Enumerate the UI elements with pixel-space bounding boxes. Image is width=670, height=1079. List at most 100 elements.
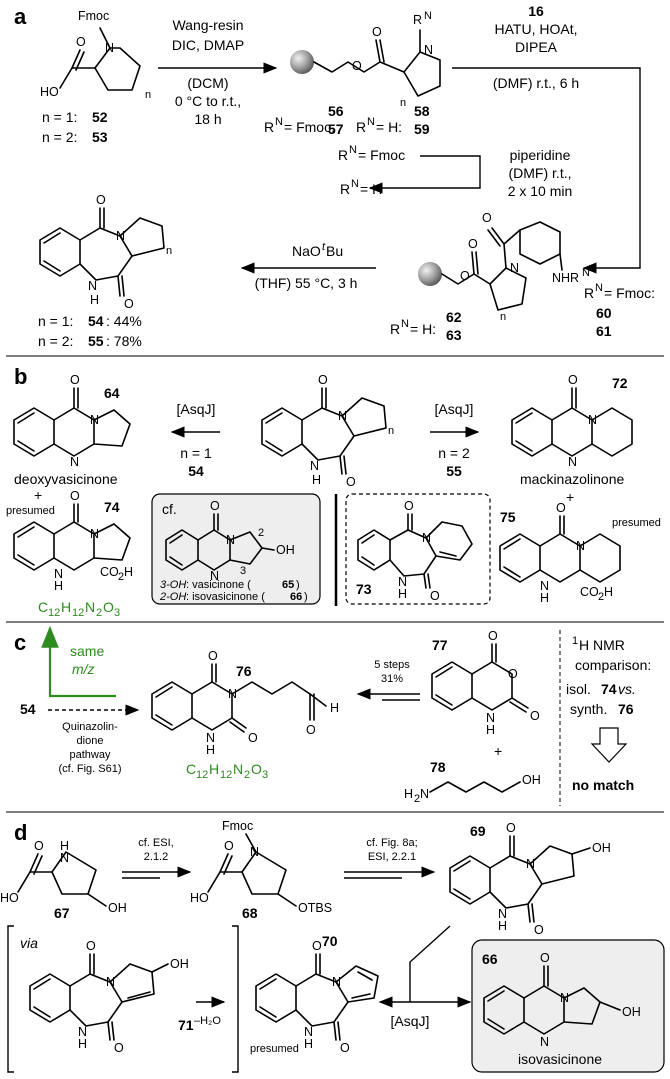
cmp-69: 69 [470, 823, 486, 839]
atom: O [70, 373, 80, 387]
atom: O [540, 951, 550, 965]
atom: O [70, 489, 80, 503]
atom: O [556, 501, 566, 515]
name-72: mackinazolinone [520, 471, 624, 487]
atom: N [398, 575, 407, 589]
atom: N [510, 261, 519, 275]
atom: O [96, 193, 106, 207]
label-n1: n = 1: [38, 313, 73, 329]
cmp-52: 52 [92, 109, 108, 125]
no-match: no match [572, 777, 634, 793]
reagent: [AsqJ] [177, 401, 216, 417]
pos-3: 3 [240, 565, 246, 577]
benzodiazepinedione-54-55: O N N H O n [39, 193, 172, 311]
atom: H [60, 839, 69, 853]
atom: N [576, 539, 585, 553]
svg-text:74: 74 [601, 681, 617, 697]
atom: N [105, 41, 114, 55]
atom: n [500, 311, 506, 323]
svg-text:O: O [251, 761, 262, 777]
atom: N [310, 459, 319, 473]
atom: NHR [552, 271, 579, 285]
atom: H [124, 565, 133, 579]
atom: H [78, 1037, 87, 1051]
reagent: [AsqJ] [435, 401, 474, 417]
atom: O [488, 629, 498, 643]
cmp-73: 73 [356, 581, 372, 597]
atom: N [54, 567, 63, 581]
cmp-55: 55 [88, 333, 104, 349]
reagent: Wang-resin [172, 17, 243, 33]
cmp-57: 57 [328, 121, 344, 137]
start-material-52-53: N Fmoc HO O n [40, 9, 151, 101]
reagent: t [322, 241, 326, 253]
atom: CO [580, 585, 599, 599]
atom: N [90, 413, 99, 427]
svg-text:N: N [85, 599, 95, 615]
atom: H [604, 585, 613, 599]
cmp-76-structure: O N N H O O H [151, 649, 339, 757]
atom: O [86, 939, 96, 953]
rn-label: R [340, 181, 350, 197]
atom: N [422, 531, 431, 545]
atom: n [145, 89, 151, 101]
nmr-comparison: 1 H NMR comparison: isol. 74 vs. synth. … [566, 635, 651, 793]
svg-text:O: O [103, 599, 114, 615]
atom: n [166, 245, 172, 257]
presumed: presumed [612, 517, 661, 529]
rn-sup: N [401, 318, 409, 330]
svg-text:3: 3 [262, 769, 268, 781]
mackinazolinone-72: O N N [511, 373, 633, 469]
cf-line2-text: : isovasicinone ( [186, 591, 265, 603]
atom: N [486, 711, 495, 725]
atom: N [228, 687, 237, 701]
reagent: DIPEA [515, 39, 558, 55]
cf-line1-pos: 3-OH [160, 579, 186, 591]
cmp-54: 54 [20, 701, 36, 717]
down-arrow-icon [590, 727, 628, 763]
atom: O [340, 1041, 350, 1055]
reagent: NaO [292, 243, 321, 259]
reagent: (DMF) r.t., 6 h [493, 75, 579, 91]
panel-a-label: a [14, 4, 27, 29]
atom-otbs: OTBS [298, 901, 332, 915]
resin-amide-60-63: O O N O NHR N n [418, 211, 590, 323]
atom: O [468, 237, 478, 251]
arrow [368, 155, 481, 194]
formula-74: C 12 H 12 N 2 O 3 [38, 599, 120, 619]
presumed: presumed [6, 505, 55, 517]
cmp-77-structure: O O N H O [431, 629, 540, 737]
atom: N [540, 579, 549, 593]
resin-bead-icon [290, 50, 314, 74]
atom: N [78, 1025, 87, 1039]
rn-label: R [584, 285, 594, 301]
cmp-53: 53 [92, 129, 108, 145]
atom: N [226, 533, 235, 547]
atom: N [90, 527, 99, 541]
svg-text:76: 76 [618, 701, 634, 717]
plus: + [566, 489, 574, 505]
atom: N [568, 455, 577, 469]
atom: 2 [414, 793, 420, 805]
cf-line1-close: ) [296, 579, 300, 591]
atom: O [224, 839, 234, 853]
atom: H [312, 473, 321, 487]
panel-b-label: b [14, 364, 27, 389]
label-n2: n = 2: [42, 129, 77, 145]
atom: 2 [118, 571, 124, 583]
atom: H [304, 1037, 313, 1051]
arrow [452, 67, 641, 274]
atom: H [206, 743, 215, 757]
pathway-text: dione [77, 735, 104, 747]
rn-fmoc: = Fmoc [358, 147, 405, 163]
atom: O [352, 59, 362, 73]
plus: + [494, 743, 502, 759]
atom: H [540, 591, 549, 605]
rn-fmoc: = Fmoc: [604, 285, 655, 301]
formula-76: C 12 H 12 N 2 O 3 [186, 761, 268, 781]
atom: O [306, 723, 316, 737]
svg-text:2: 2 [244, 769, 250, 781]
atom: N [498, 907, 507, 921]
cmp-55: 55 [446, 463, 462, 479]
